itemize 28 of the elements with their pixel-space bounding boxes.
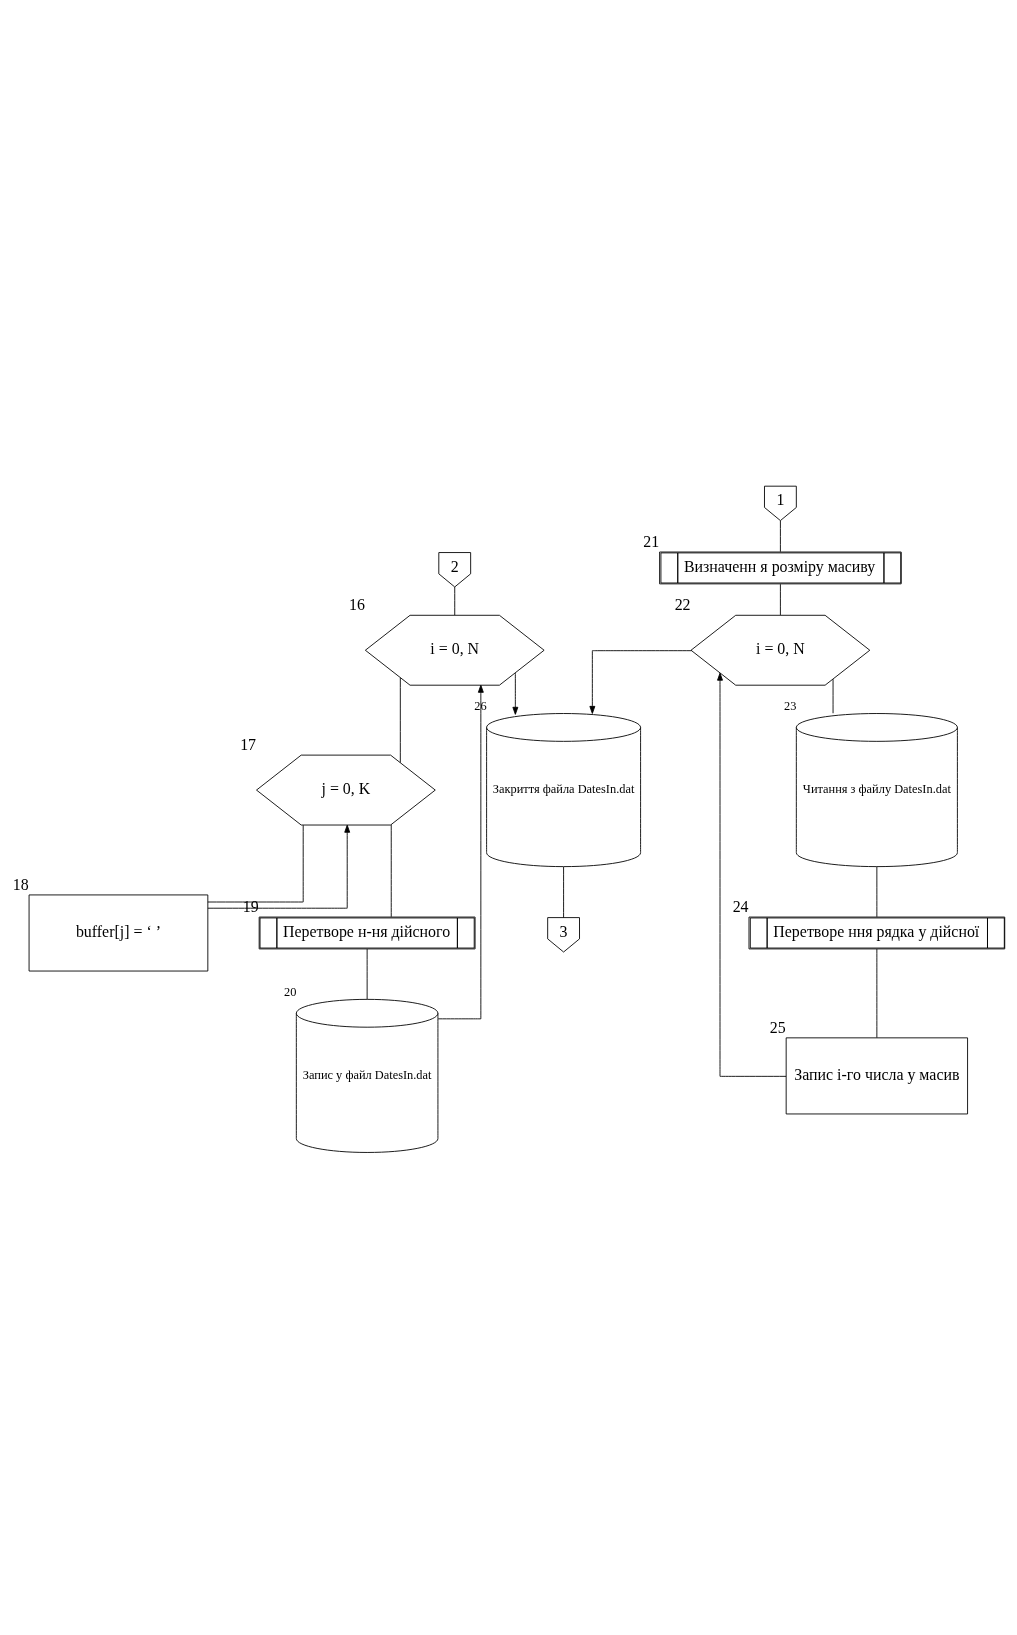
arrow [717, 672, 787, 1077]
node-label: 24 [732, 898, 749, 916]
node-label: 26 [474, 699, 487, 714]
connector [832, 678, 834, 714]
node-label: 20 [283, 985, 297, 999]
node-label: 18 [12, 875, 29, 893]
connector [399, 677, 401, 763]
arrow [589, 650, 692, 714]
connector [454, 586, 456, 616]
node-box: buffer[j] = ‘ ’ [28, 894, 209, 972]
connector [779, 520, 781, 553]
arrow [512, 672, 519, 715]
arrow [437, 684, 484, 1020]
connector [779, 583, 781, 616]
node-label: 16 [349, 596, 365, 614]
connector [366, 948, 368, 1000]
node-label: 25 [769, 1018, 786, 1036]
node-box: Запис і-го числа у масив [785, 1037, 969, 1115]
node-label: 23 [783, 699, 797, 714]
node-label: 22 [674, 596, 691, 614]
node-label: 17 [240, 736, 257, 754]
connector [207, 824, 304, 903]
connector [563, 866, 565, 919]
connector [876, 866, 878, 918]
connector [876, 948, 878, 1039]
arrow [207, 824, 351, 909]
node-label: 21 [643, 533, 660, 551]
connector [390, 824, 392, 918]
